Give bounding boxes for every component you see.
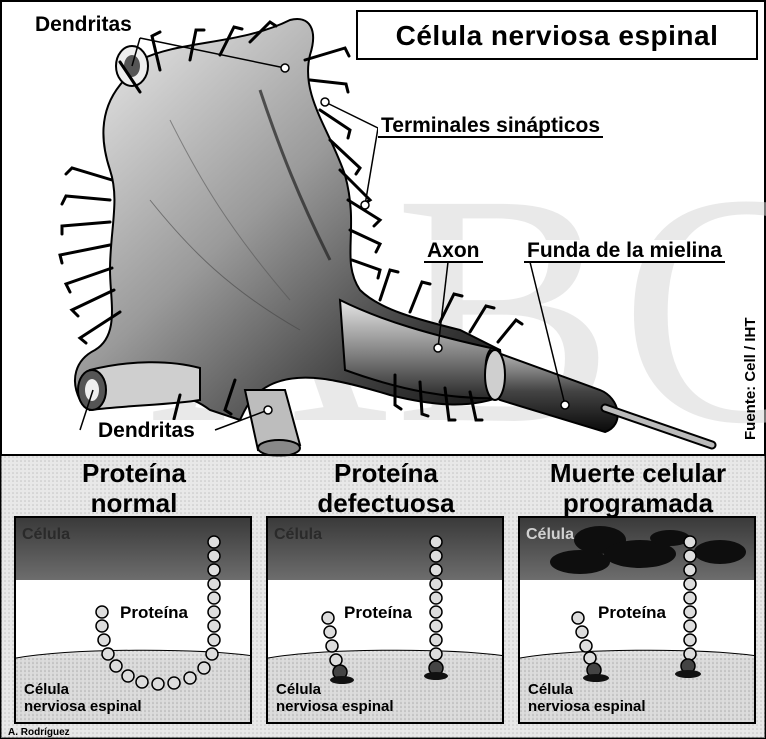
spinal-cell-label: Célula nerviosa espinal — [528, 681, 646, 715]
author-credit: A. Rodríguez — [8, 727, 70, 738]
source-credit: Fuente: Cell / IHT — [742, 317, 759, 440]
cell-text: Célula — [274, 526, 322, 544]
panel-heading-defectuosa: Proteína defectuosa — [266, 458, 506, 518]
protein-label: Proteína — [120, 603, 188, 623]
label-dendritas-top: Dendritas — [32, 14, 135, 35]
panel-heading-muerte: Muerte celular programada — [518, 458, 758, 518]
panel-heading-normal: Proteína normal — [14, 458, 254, 518]
label-funda-mielina: Funda de la mielina — [524, 240, 725, 263]
label-axon: Axon — [424, 240, 483, 263]
label-dendritas-bottom: Dendritas — [95, 420, 198, 441]
protein-label: Proteína — [598, 603, 666, 623]
panel-defectuosa: Célula Proteína Célula nerviosa espinal — [266, 516, 504, 724]
cell-text: Célula — [22, 526, 70, 544]
spinal-cell-label: Célula nerviosa espinal — [24, 681, 142, 715]
label-terminales-sinapticos: Terminales sinápticos — [378, 115, 603, 138]
spinal-cell-label: Célula nerviosa espinal — [276, 681, 394, 715]
page-title: Célula nerviosa espinal — [358, 20, 756, 52]
panel-normal: Célula Proteína Célula nerviosa espinal — [14, 516, 252, 724]
panel-muerte: Célula Proteína Célula nerviosa espinal — [518, 516, 756, 724]
cell-text: Célula — [526, 526, 574, 544]
protein-label: Proteína — [344, 603, 412, 623]
title-box: Célula nerviosa espinal — [356, 10, 758, 60]
